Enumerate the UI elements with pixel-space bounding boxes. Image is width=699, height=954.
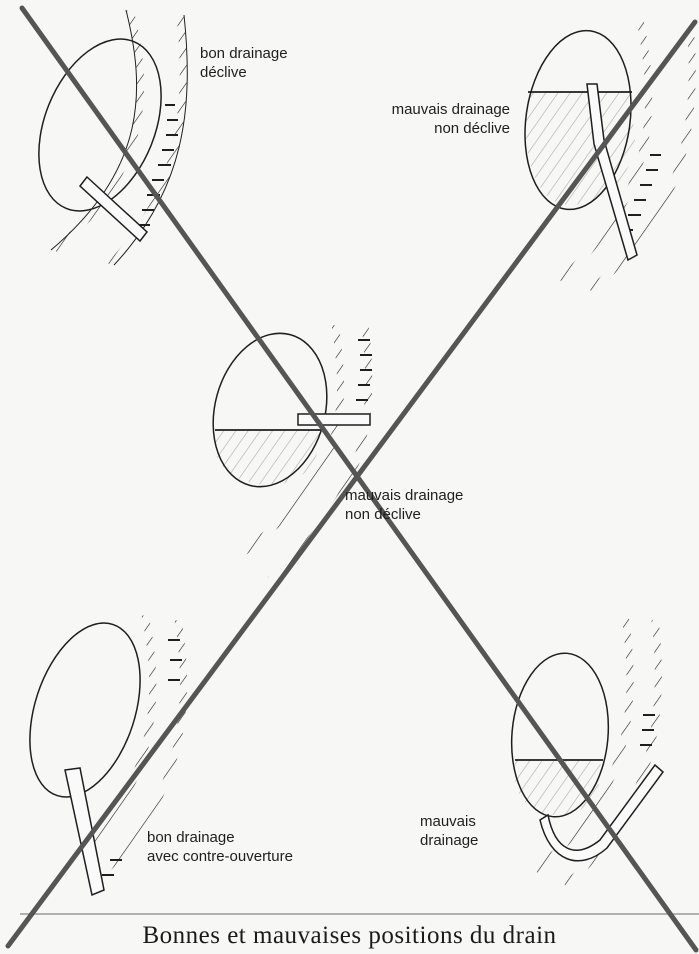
label-fig2: mauvais drainage non déclive bbox=[338, 100, 510, 138]
label-fig3-line2: non déclive bbox=[345, 505, 463, 524]
label-fig1: bon drainage déclive bbox=[200, 44, 288, 82]
label-fig5-line1: mauvais bbox=[420, 812, 478, 831]
abscess-cavity bbox=[10, 609, 161, 811]
label-fig5-line2: drainage bbox=[420, 831, 478, 850]
label-fig4: bon drainage avec contre-ouverture bbox=[147, 828, 293, 866]
label-fig2-line2: non déclive bbox=[338, 119, 510, 138]
label-fig5: mauvais drainage bbox=[420, 812, 478, 850]
figure-5-bad-drainage bbox=[505, 615, 663, 885]
label-fig3: mauvais drainage non déclive bbox=[345, 486, 463, 524]
figure-3-bad-non-sloping-drainage bbox=[197, 320, 372, 580]
abdominal-wall-outer bbox=[565, 620, 658, 885]
label-fig1-line2: déclive bbox=[200, 63, 288, 82]
label-fig1-line1: bon drainage bbox=[200, 44, 288, 63]
drain-tube bbox=[298, 414, 370, 425]
abdominal-wall-outer bbox=[110, 15, 183, 265]
figure-caption: Bonnes et mauvaises positions du drain bbox=[0, 922, 699, 950]
label-fig2-line1: mauvais drainage bbox=[338, 100, 510, 119]
fluid-level bbox=[215, 430, 320, 485]
label-fig3-line1: mauvais drainage bbox=[345, 486, 463, 505]
label-fig4-line2: avec contre-ouverture bbox=[147, 847, 293, 866]
fluid-level bbox=[515, 760, 601, 815]
label-fig4-line1: bon drainage bbox=[147, 828, 293, 847]
figure-1-good-sloping-drainage bbox=[15, 10, 187, 265]
